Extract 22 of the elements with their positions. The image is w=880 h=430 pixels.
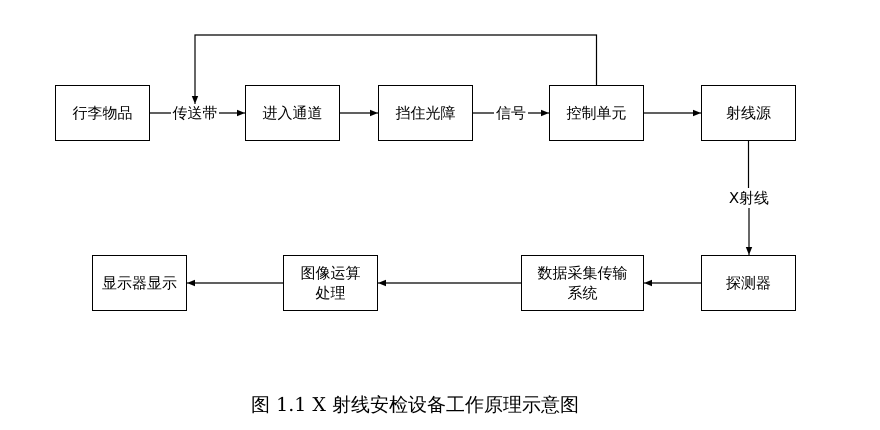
connector-line — [150, 112, 171, 114]
arrow — [340, 110, 378, 116]
node-label: 传送带 — [171, 104, 219, 122]
arrow — [192, 34, 598, 104]
process-box: 行李物品 — [55, 85, 150, 141]
process-box: 进入通道 — [245, 85, 340, 141]
process-box: 射线源 — [701, 85, 796, 141]
process-box: 显示器显示 — [92, 255, 187, 311]
figure-caption: 图 1.1 X 射线安检设备工作原理示意图 — [250, 393, 580, 418]
process-box: 探测器 — [701, 255, 796, 311]
arrow — [187, 280, 283, 286]
arrow — [219, 110, 245, 116]
arrow — [644, 110, 701, 116]
process-box: 挡住光障 — [378, 85, 473, 141]
arrow — [378, 280, 521, 286]
arrow — [644, 280, 701, 286]
arrow — [746, 208, 752, 255]
process-box: 图像运算处理 — [283, 255, 378, 311]
connector-line — [748, 141, 750, 188]
edge-label: 信号 — [494, 104, 528, 122]
process-box: 控制单元 — [549, 85, 644, 141]
process-box: 数据采集传输系统 — [521, 255, 644, 311]
